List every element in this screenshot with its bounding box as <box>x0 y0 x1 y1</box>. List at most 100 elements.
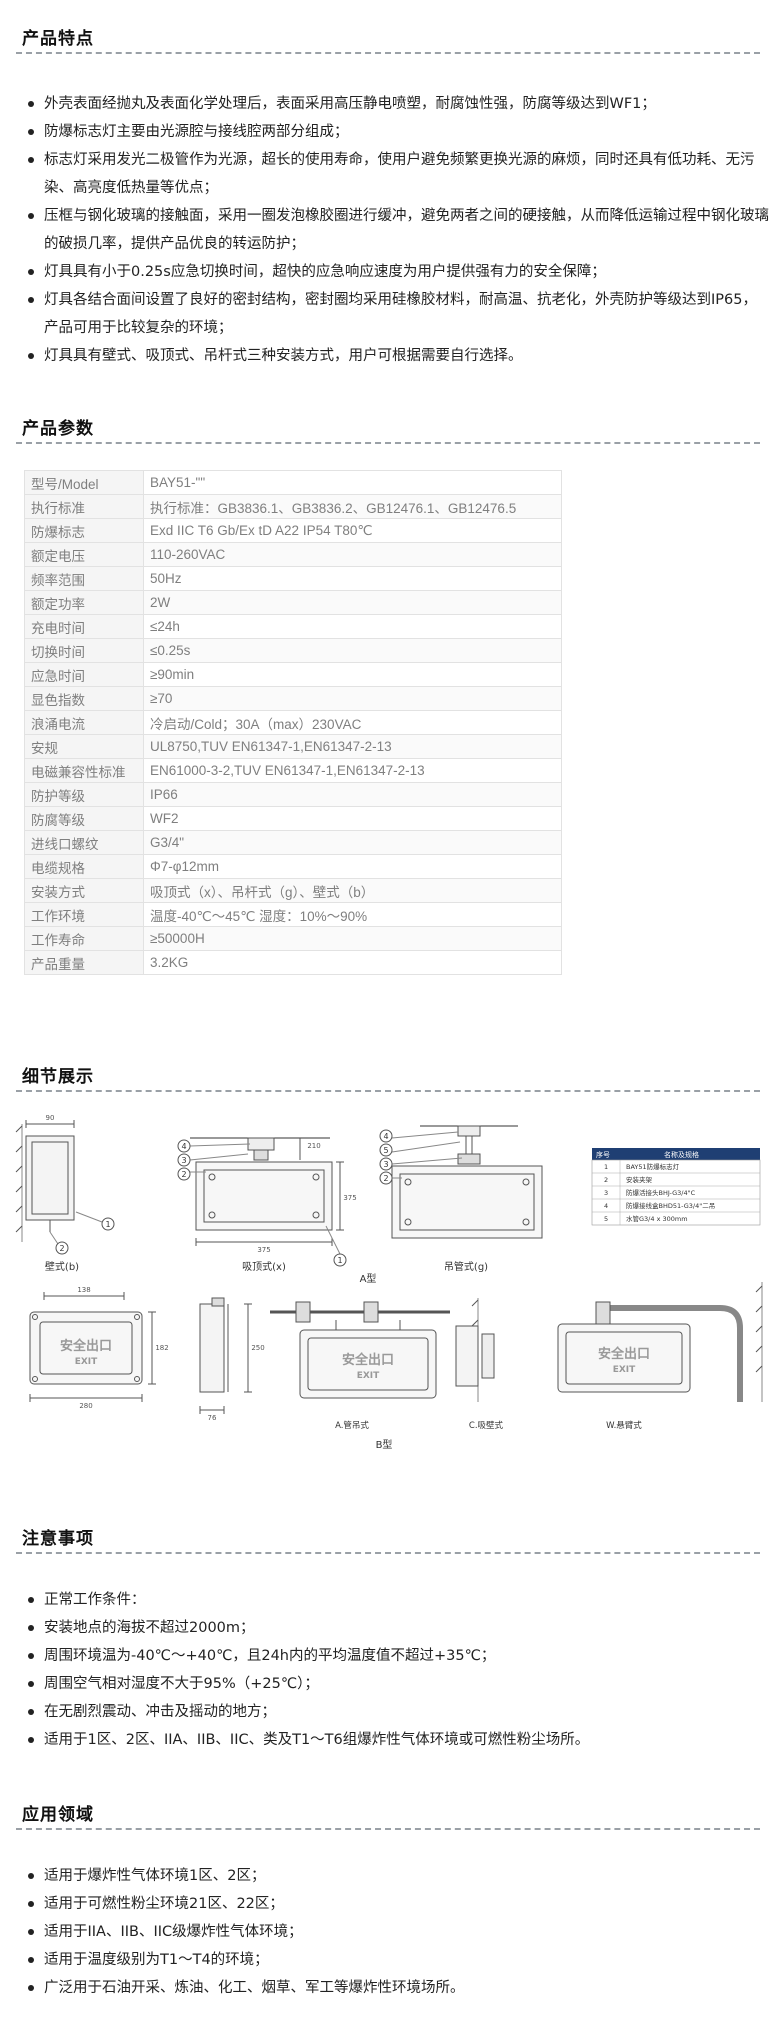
param-value: BAY51-"" <box>143 470 562 495</box>
list-item: 适用于可燃性粉尘环境21区、22区； <box>26 1890 770 1918</box>
ceiling-mount-drawing <box>189 1137 344 1255</box>
dim-375-height: 375 <box>343 1194 356 1202</box>
param-value: EN61000-3-2,TUV EN61347-1,EN61347-2-13 <box>143 758 562 783</box>
param-value: 温度-40℃～45℃ 湿度：10%～90% <box>143 902 562 927</box>
params-divider <box>16 442 760 444</box>
dim-210: 210 <box>307 1142 320 1150</box>
param-value: Exd IIC T6 Gb/Ex tD A22 IP54 T80℃ <box>143 518 562 543</box>
sign-exit: EXIT <box>75 1357 98 1367</box>
list-item: 压框与钢化玻璃的接触面，采用一圈发泡橡胶圈进行缓冲，避免两者之间的硬接触，从而降… <box>26 202 770 258</box>
dim-280: 280 <box>79 1402 92 1410</box>
sign-exit: EXIT <box>357 1371 380 1381</box>
sign-text: 安全出口 <box>342 1352 394 1368</box>
label-b-wall: W.悬臂式 <box>606 1420 642 1431</box>
param-key: 工作寿命 <box>24 926 144 951</box>
label-wall-mount: 壁式(b) <box>45 1260 79 1273</box>
callout-3: 3 <box>383 1160 388 1169</box>
table-row: 安装方式吸顶式（x）、吊杆式（g）、壁式（b） <box>24 878 562 903</box>
technical-drawing: 1 2 4 3 2 1 4 5 3 2 90 375 375 210 138 2… <box>15 1114 763 1451</box>
dim-375-width: 375 <box>257 1246 270 1254</box>
legend-no: 4 <box>604 1202 608 1210</box>
legend-name: BAY51防爆标志灯 <box>626 1162 680 1171</box>
param-value: Φ7-φ12mm <box>143 854 562 879</box>
sign-text: 安全出口 <box>60 1338 112 1354</box>
list-item: 适用于IIA、IIB、IIC级爆炸性气体环境； <box>26 1918 770 1946</box>
list-item: 周围空气相对湿度不大于95%（+25℃）； <box>26 1670 770 1698</box>
param-value: ≤0.25s <box>143 638 562 663</box>
label-pipe-mount: 吊管式(g) <box>444 1260 488 1273</box>
param-key: 防护等级 <box>24 782 144 807</box>
param-value: WF2 <box>143 806 562 831</box>
param-key: 安装方式 <box>24 878 144 903</box>
param-key: 执行标准 <box>24 494 144 519</box>
callout-3: 3 <box>181 1156 186 1165</box>
callout-1: 1 <box>337 1256 342 1265</box>
param-key: 进线口螺纹 <box>24 830 144 855</box>
table-row: 工作寿命≥50000H <box>24 926 562 951</box>
wall-mount-drawing <box>15 1120 103 1245</box>
features-title: 产品特点 <box>22 29 94 49</box>
legend-no: 5 <box>604 1215 608 1223</box>
application-divider <box>16 1828 760 1830</box>
list-item: 广泛用于石油开采、炼油、化工、烟草、军工等爆炸性环境场所。 <box>26 1974 770 2002</box>
features-divider <box>16 52 760 54</box>
legend-no: 1 <box>604 1163 608 1171</box>
list-item: 适用于1区、2区、IIA、IIB、IIC、类及T1～T6组爆炸性气体环境或可燃性… <box>26 1726 770 1754</box>
list-item: 灯具具有小于0.25s应急切换时间，超快的应急响应速度为用户提供强有力的安全保障… <box>26 258 770 286</box>
pipe-mount-drawing <box>391 1125 543 1239</box>
list-item: 防爆标志灯主要由光源腔与接线腔两部分组成； <box>26 118 770 146</box>
legend-no: 3 <box>604 1189 608 1197</box>
callout-1: 1 <box>105 1220 110 1229</box>
param-value: G3/4" <box>143 830 562 855</box>
table-row: 显色指数≥70 <box>24 686 562 711</box>
legend-name: 防爆接线盒BHD51-G3/4"二吊 <box>626 1201 715 1210</box>
param-value: IP66 <box>143 782 562 807</box>
param-key: 型号/Model <box>24 470 144 495</box>
param-value: 执行标准：GB3836.1、GB3836.2、GB12476.1、GB12476… <box>143 494 562 519</box>
table-row: 浪涌电流冷启动/Cold；30A（max）230VAC <box>24 710 562 735</box>
param-key: 充电时间 <box>24 614 144 639</box>
legend-name: 安装夹架 <box>626 1175 653 1184</box>
param-key: 频率范围 <box>24 566 144 591</box>
legend-name: 水管G3/4 x 300mm <box>626 1214 688 1223</box>
b-type-ceiling-drawing <box>455 1298 495 1402</box>
param-value: 50Hz <box>143 566 562 591</box>
param-value: ≥90min <box>143 662 562 687</box>
param-key: 切换时间 <box>24 638 144 663</box>
label-b-ceiling: C.吸壁式 <box>469 1420 504 1431</box>
notice-title: 注意事项 <box>22 1529 94 1549</box>
b-type-front-drawing <box>29 1292 156 1402</box>
param-key: 显色指数 <box>24 686 144 711</box>
label-b-pipe: A.管吊式 <box>335 1420 369 1431</box>
details-title: 细节展示 <box>22 1067 94 1087</box>
table-row: 充电时间≤24h <box>24 614 562 639</box>
param-value: 2W <box>143 590 562 615</box>
legend-header-no: 序号 <box>596 1150 610 1159</box>
param-key: 安规 <box>24 734 144 759</box>
b-type-pipe-drawing <box>270 1301 450 1399</box>
sign-text: 安全出口 <box>598 1346 650 1362</box>
callout-4: 4 <box>383 1132 388 1141</box>
label-b-type: B型 <box>376 1438 393 1451</box>
b-type-wall-drawing <box>557 1282 763 1402</box>
notice-divider <box>16 1552 760 1554</box>
param-key: 额定电压 <box>24 542 144 567</box>
param-key: 电缆规格 <box>24 854 144 879</box>
list-item: 周围环境温为-40℃～+40℃，且24h内的平均温度值不超过+35℃； <box>26 1642 770 1670</box>
list-item: 灯具具有壁式、吸顶式、吊杆式三种安装方式，用户可根据需要自行选择。 <box>26 342 770 370</box>
table-row: 执行标准执行标准：GB3836.1、GB3836.2、GB12476.1、GB1… <box>24 494 562 519</box>
b-type-side-drawing <box>199 1297 252 1414</box>
param-key: 产品重量 <box>24 950 144 975</box>
params-title: 产品参数 <box>22 419 94 439</box>
param-value: 吸顶式（x）、吊杆式（g）、壁式（b） <box>143 878 562 903</box>
param-key: 电磁兼容性标准 <box>24 758 144 783</box>
param-value: ≥50000H <box>143 926 562 951</box>
